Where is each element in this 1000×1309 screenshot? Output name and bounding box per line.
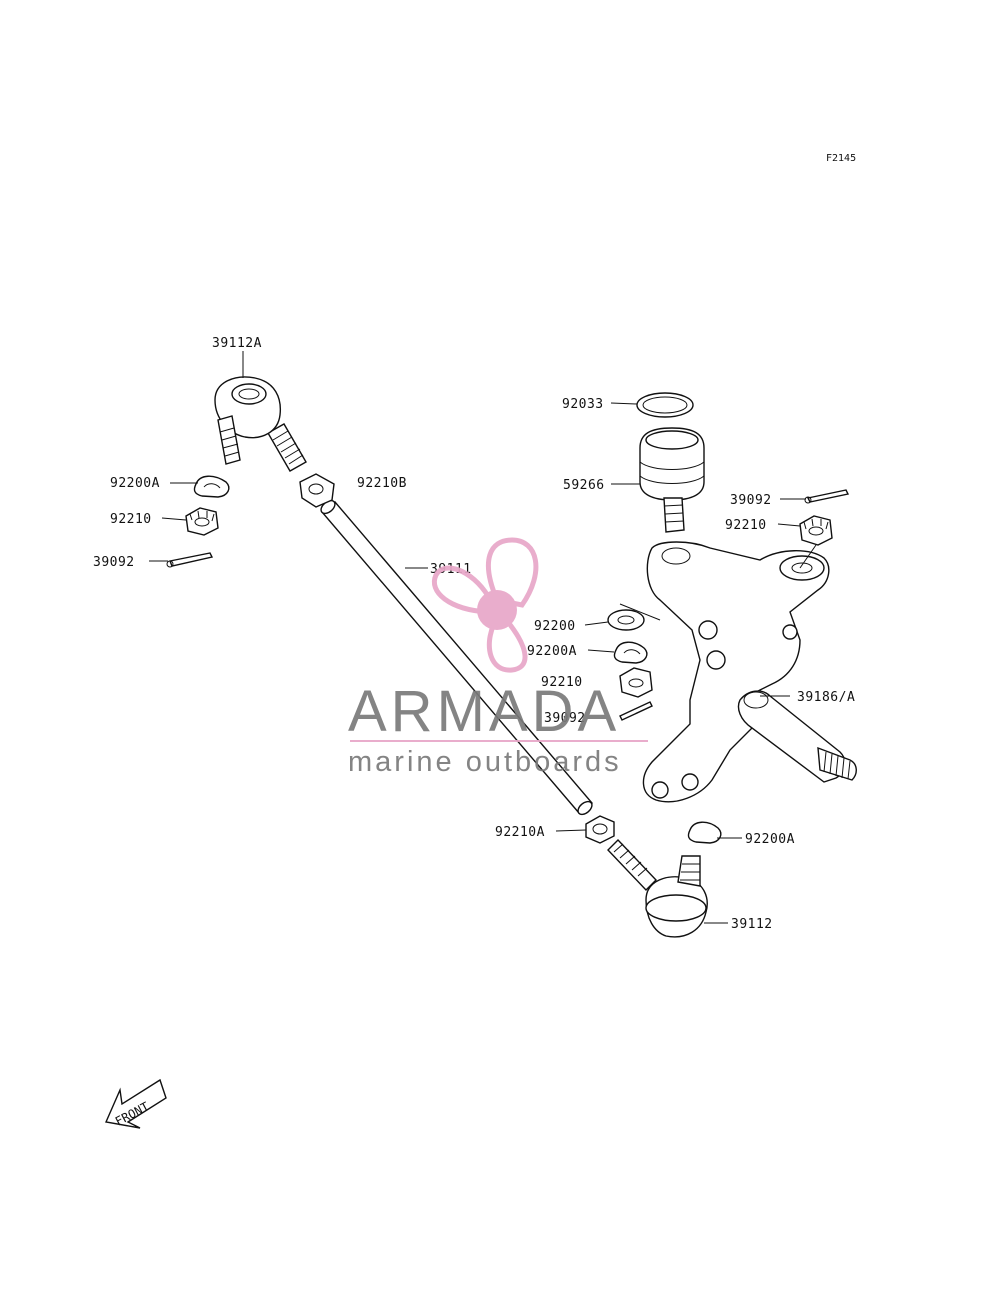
part-label-39092-left[interactable]: 39092 (93, 555, 135, 570)
cotter-pin-left[interactable] (166, 552, 214, 568)
cotter-washer-middle[interactable] (613, 641, 648, 664)
cotter-pin-upper-right[interactable] (804, 489, 850, 504)
cotter-washer-lower[interactable] (687, 821, 722, 844)
washer-middle[interactable] (607, 609, 645, 631)
part-label-92210-left[interactable]: 92210 (110, 512, 152, 527)
castle-nut-left[interactable] (185, 507, 219, 536)
figure-code: F2145 (826, 153, 856, 164)
watermark: ARMADA marine outboards (348, 537, 648, 778)
part-label-39112a[interactable]: 39112A (212, 336, 262, 351)
part-label-92210-upper-right[interactable]: 92210 (725, 518, 767, 533)
tie-rod-end-upper[interactable] (214, 376, 307, 472)
castle-nut-upper-right[interactable] (799, 515, 833, 546)
part-label-92210-middle[interactable]: 92210 (541, 675, 583, 690)
jam-nut-lower[interactable] (585, 815, 615, 844)
jam-nut-upper[interactable] (299, 473, 335, 508)
part-label-92200[interactable]: 92200 (534, 619, 576, 634)
part-number-labels: 39112A 92200A 92210 39092 92210B 39111 9… (93, 336, 855, 932)
ball-joint[interactable] (639, 427, 705, 533)
propeller-logo-icon (431, 537, 539, 673)
tie-rod-end-lower[interactable] (607, 838, 708, 938)
tie-rod[interactable] (319, 498, 595, 817)
part-label-92200a-lower[interactable]: 92200A (745, 832, 795, 847)
part-label-92200a-middle[interactable]: 92200A (527, 644, 577, 659)
part-label-92210a[interactable]: 92210A (495, 825, 545, 840)
watermark-subtitle: marine outboards (348, 746, 622, 778)
part-label-92200a-left[interactable]: 92200A (110, 476, 160, 491)
part-label-92210b[interactable]: 92210B (357, 476, 407, 491)
cotter-pin-middle[interactable] (619, 701, 653, 721)
circlip[interactable] (636, 392, 694, 418)
steering-knuckle[interactable] (642, 541, 857, 803)
front-direction-arrow: FRONT (105, 1078, 167, 1129)
part-label-92033[interactable]: 92033 (562, 397, 604, 412)
part-label-39112[interactable]: 39112 (731, 917, 773, 932)
leader-lines (149, 351, 817, 924)
part-label-59266[interactable]: 59266 (563, 478, 605, 493)
watermark-title: ARMADA (348, 679, 620, 744)
cotter-washer-left[interactable] (193, 475, 230, 498)
castle-nut-middle[interactable] (619, 667, 653, 698)
part-label-39186a[interactable]: 39186/A (797, 690, 855, 705)
part-label-39092-middle[interactable]: 39092 (544, 711, 586, 726)
part-label-39092-upper-right[interactable]: 39092 (730, 493, 772, 508)
